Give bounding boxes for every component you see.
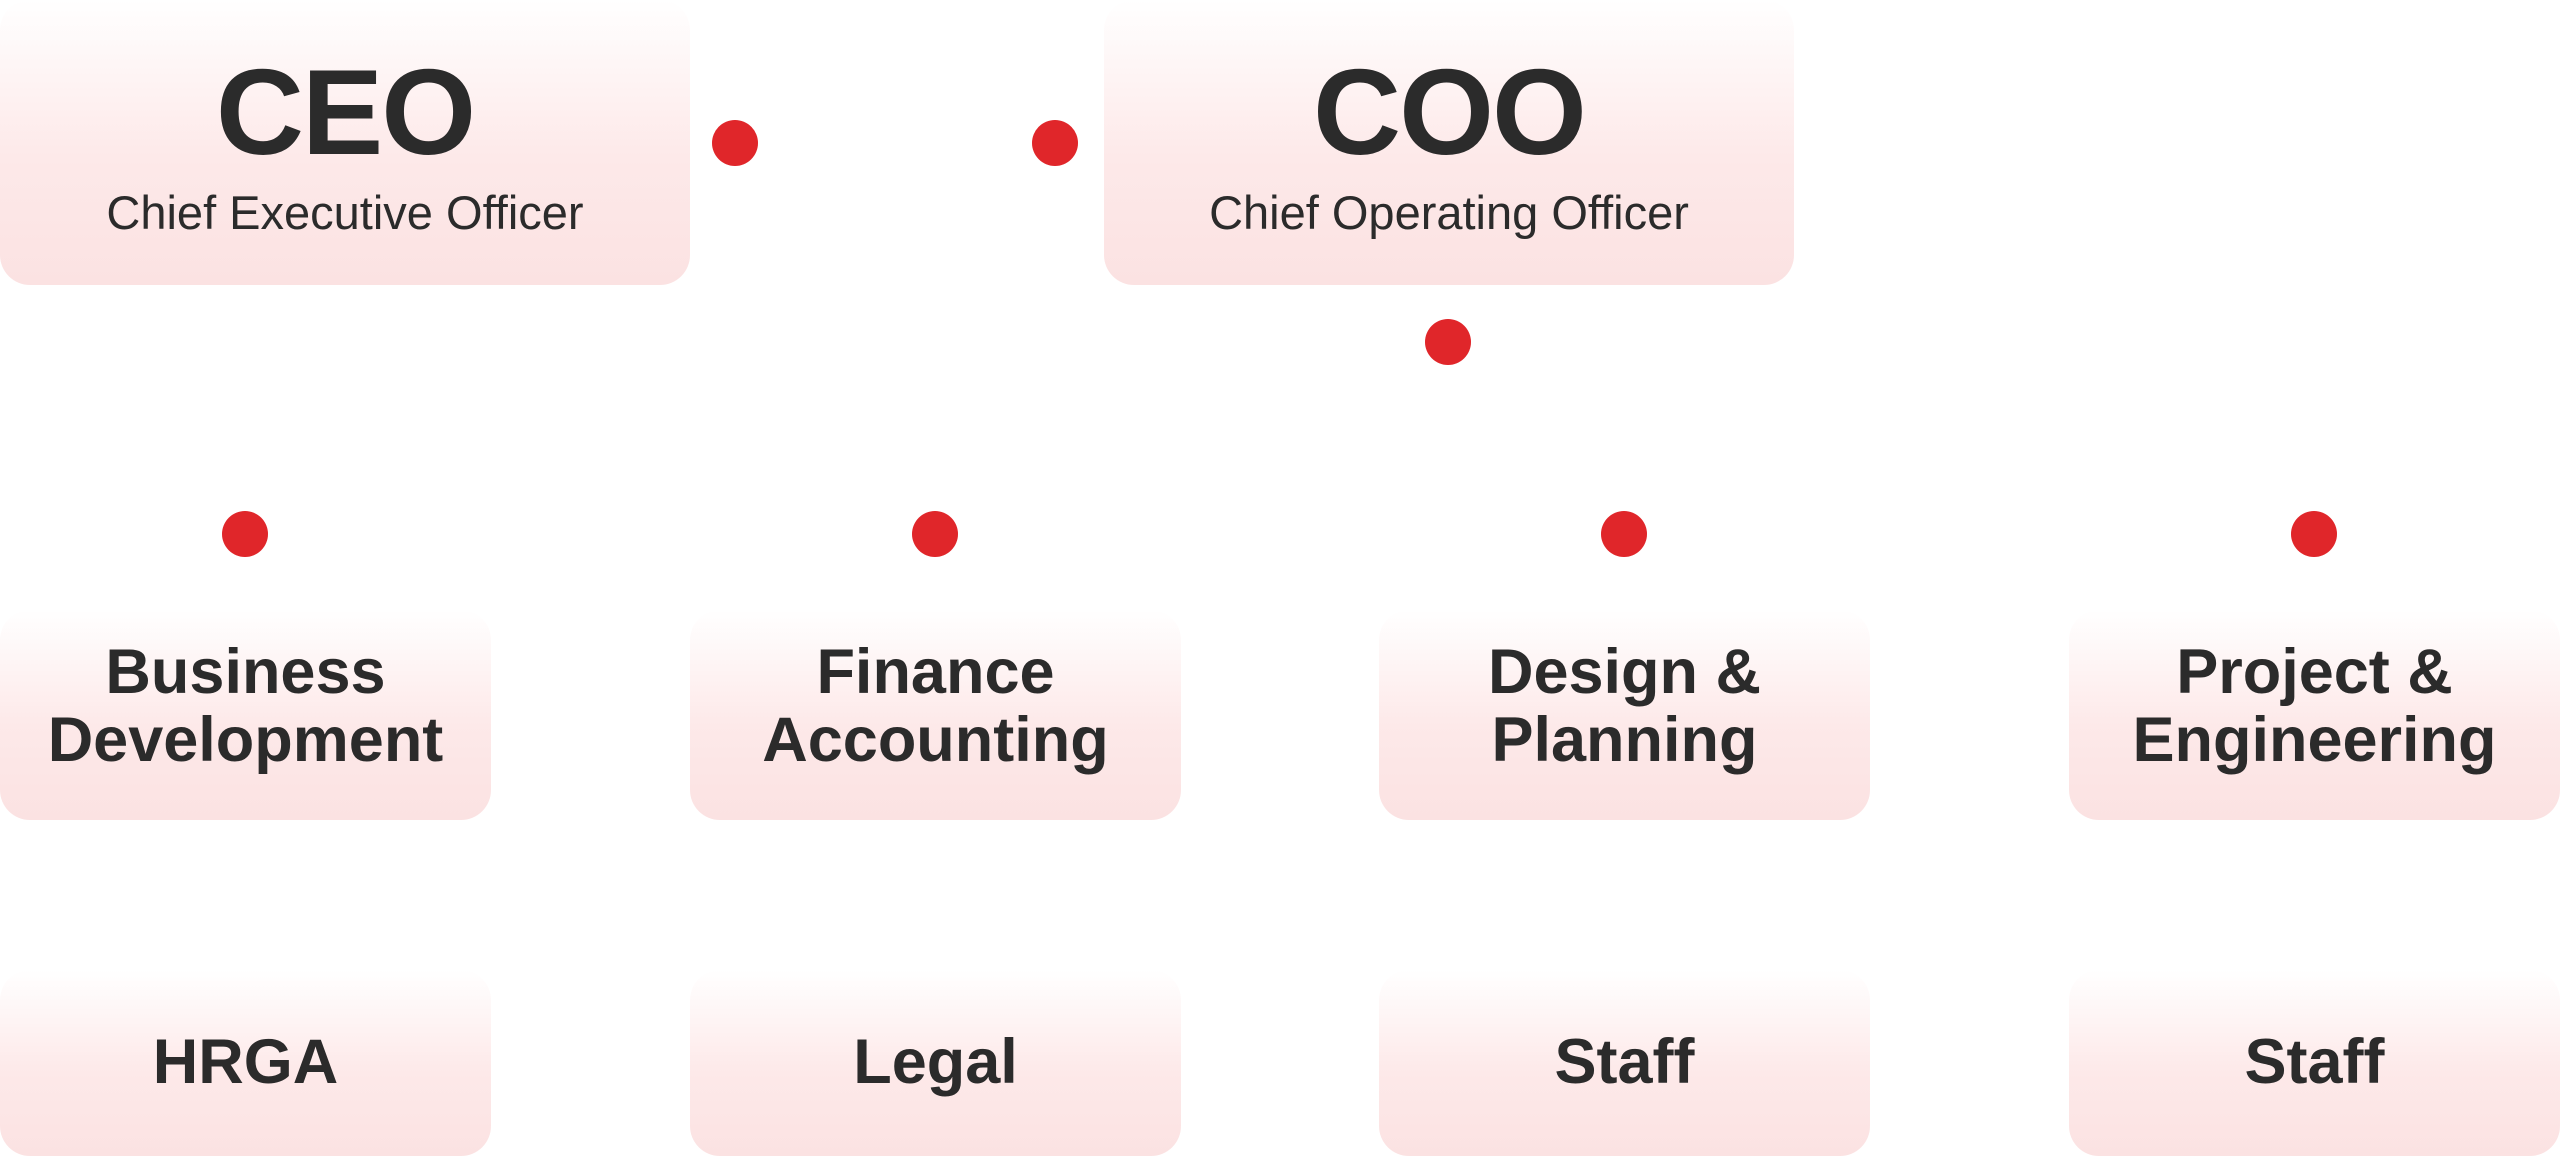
unit-staff-project[interactable]: Staff [2069,970,2560,1156]
dept-label-line1: Design & [1487,637,1762,707]
dept-label-line2: Development [47,705,444,775]
dept-label-line2: Planning [1491,705,1758,775]
connector-dot-coo-bottom [1425,319,1471,365]
coo-title: COO [1313,44,1587,181]
connector-dot-project-engineering [2291,511,2337,557]
unit-hrga[interactable]: HRGA [0,970,491,1156]
dept-label: Business Development [38,638,454,774]
coo-box[interactable]: COO Chief Operating Officer [1104,0,1794,285]
connector-dot-business-development [222,511,268,557]
dept-label-line1: Finance [816,637,1055,707]
unit-label: Staff [2244,1027,2385,1097]
dept-label: Design & Planning [1478,638,1771,774]
dept-design-planning[interactable]: Design & Planning [1379,610,1870,820]
dept-label-line1: Project & [2176,637,2453,707]
unit-staff-design[interactable]: Staff [1379,970,1870,1156]
dept-label-line1: Business [105,637,386,707]
dept-project-engineering[interactable]: Project & Engineering [2069,610,2560,820]
unit-label: Staff [1554,1027,1695,1097]
unit-legal[interactable]: Legal [690,970,1181,1156]
connector-dot-ceo-right [712,120,758,166]
ceo-subtitle: Chief Executive Officer [106,186,584,240]
unit-label: Legal [853,1027,1018,1097]
unit-label: HRGA [152,1027,339,1097]
dept-business-development[interactable]: Business Development [0,610,491,820]
dept-label-line2: Engineering [2132,705,2497,775]
connector-dot-finance-accounting [912,511,958,557]
ceo-box[interactable]: CEO Chief Executive Officer [0,0,690,285]
dept-finance-accounting[interactable]: Finance Accounting [690,610,1181,820]
dept-label: Finance Accounting [752,638,1118,774]
ceo-title: CEO [215,44,476,181]
coo-subtitle: Chief Operating Officer [1209,186,1689,240]
connector-dot-design-planning [1601,511,1647,557]
dept-label-line2: Accounting [762,705,1109,775]
connector-dot-coo-left [1032,120,1078,166]
dept-label: Project & Engineering [2122,638,2506,774]
